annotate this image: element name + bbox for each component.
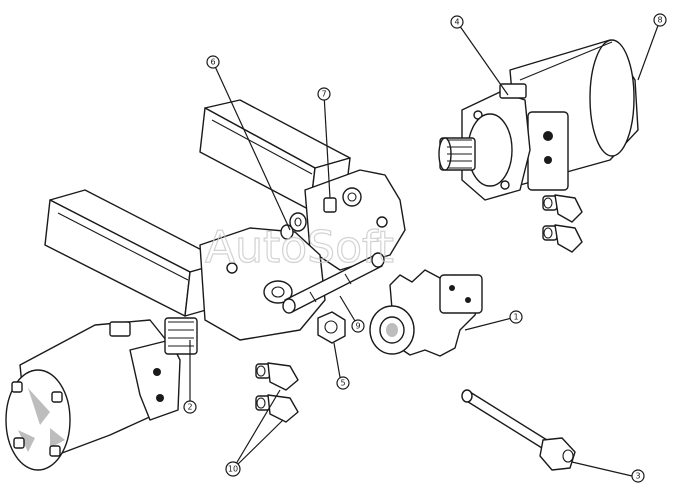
lower-elbow-fittings (255, 362, 299, 423)
callout-9-label: 9 (355, 322, 360, 331)
callout-5-label: 5 (340, 379, 345, 388)
upper-hydraulic-motor (438, 39, 639, 201)
callout-5: 5 (336, 376, 350, 390)
leader-lines (189, 19, 661, 477)
connecting-shaft (282, 252, 385, 314)
callout-9: 9 (351, 319, 365, 333)
gear-coupling (369, 269, 483, 357)
callout-6-label: 6 (210, 58, 215, 67)
bolt-and-washer (280, 197, 337, 240)
watermark: AutoSoft (205, 222, 394, 273)
callout-1: 1 (509, 310, 523, 324)
callout-8: 8 (653, 13, 667, 27)
callout-2: 2 (183, 400, 197, 414)
callout-3-label: 3 (635, 472, 640, 481)
callout-10: 10 (225, 461, 241, 477)
callout-1-label: 1 (513, 313, 518, 322)
callout-2-label: 2 (187, 403, 192, 412)
upper-elbow-fittings (542, 194, 583, 253)
callout-4: 4 (450, 15, 464, 29)
lower-hydraulic-motor (5, 317, 198, 471)
lower-bracket-plate (199, 227, 326, 341)
long-bolt (461, 389, 576, 471)
callout-7: 7 (317, 87, 331, 101)
lower-arm-tube (44, 189, 226, 317)
callout-10-label: 10 (228, 465, 238, 474)
callout-6: 6 (206, 55, 220, 69)
callout-3: 3 (631, 469, 645, 483)
callout-7-label: 7 (321, 90, 326, 99)
hex-nut (317, 311, 346, 344)
callout-4-label: 4 (454, 18, 459, 27)
callout-8-label: 8 (657, 16, 662, 25)
